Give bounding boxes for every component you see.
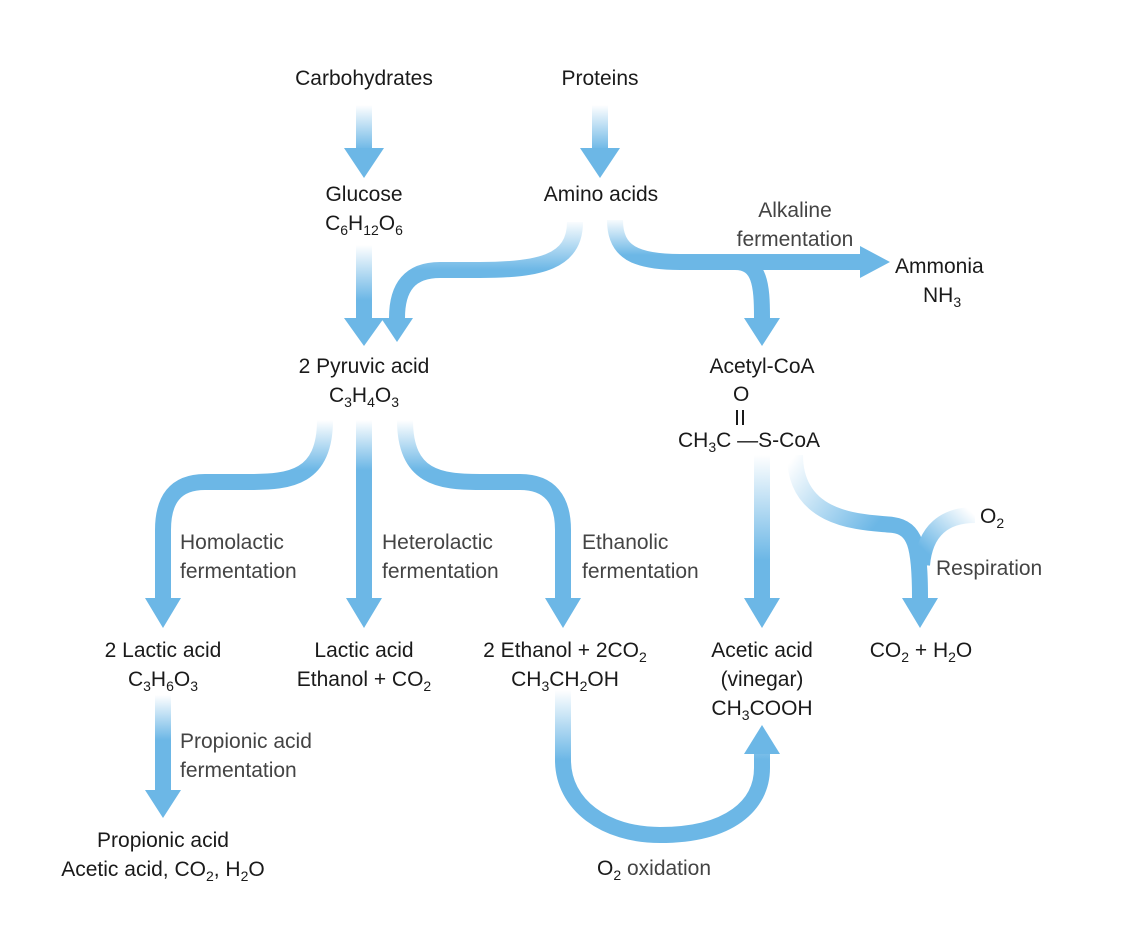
arrowhead-ammonia — [860, 246, 890, 278]
carbonyl-double-bond — [736, 410, 744, 425]
node-lactic-acid-2: 2 Lactic acid C3H6O3 — [78, 636, 248, 694]
pyruvic-formula: C3H4O3 — [328, 384, 400, 410]
arrow-ethanol-oxidation — [555, 690, 770, 843]
arrowhead-propionic — [145, 790, 181, 818]
process-ethanolic-fermentation: Ethanolic fermentation — [582, 531, 699, 583]
o2-formula: O2 — [980, 505, 1005, 531]
hetero-products-line2: Ethanol + CO2 — [296, 668, 432, 694]
ethanol-line1: 2 Ethanol + 2CO2 — [483, 639, 647, 665]
node-glucose: Glucose C6H12O6 — [284, 180, 444, 238]
oxidation-label: O2 oxidation — [597, 857, 712, 883]
arrowhead-ethanolic — [545, 598, 581, 628]
node-o2-input: O2 — [980, 502, 1040, 531]
process-homolactic-fermentation: Homolactic fermentation — [180, 531, 297, 583]
propionic-products: Acetic acid, CO2, H2O — [61, 858, 265, 884]
arrow-pyruvic-to-homolactic — [155, 419, 333, 598]
node-heterolactic-products: Lactic acid Ethanol + CO2 — [272, 636, 456, 694]
node-propionic-acid: Propionic acid Acetic acid, CO2, H2O — [28, 826, 298, 884]
arrowhead-co2-h2o — [902, 598, 938, 628]
node-proteins: Proteins — [561, 67, 639, 90]
arrow-acetyl-to-respiration — [787, 454, 928, 599]
ammonia-formula: NH3 — [923, 284, 962, 310]
process-o2-oxidation: O2 oxidation — [597, 854, 747, 883]
node-co2-h2o: CO2 + H2O — [846, 636, 996, 665]
arrow-amino-to-acetyl-coa — [734, 254, 770, 319]
node-pyruvic-acid: 2 Pyruvic acid C3H4O3 — [264, 352, 464, 410]
node-ammonia: Ammonia NH3 — [895, 252, 1025, 310]
arrowhead-pyruvic-from-amino — [381, 318, 413, 342]
lactic-formula: C3H6O3 — [127, 668, 199, 694]
arrowhead-glucose — [344, 148, 384, 178]
node-carbohydrates: Carbohydrates — [295, 67, 433, 90]
glucose-formula: C6H12O6 — [325, 212, 403, 238]
arrowhead-pyruvic-from-glucose — [344, 318, 384, 346]
node-acetyl-coa: Acetyl-CoA — [709, 355, 815, 378]
process-propionic-fermentation: Propionic acid fermentation — [180, 730, 312, 782]
co2-h2o-formula: CO2 + H2O — [869, 639, 973, 665]
node-ethanol: 2 Ethanol + 2CO2 CH3CH2OH — [455, 636, 675, 694]
ethanol-formula: CH3CH2OH — [511, 668, 619, 694]
arrowhead-acetic-from-ethanol — [744, 725, 780, 754]
process-heterolactic-fermentation: Heterolactic fermentation — [382, 531, 499, 583]
arrowhead-homolactic — [145, 598, 181, 628]
acetic-formula: CH3COOH — [711, 697, 813, 723]
process-respiration: Respiration — [936, 557, 1043, 580]
node-amino-acids: Amino acids — [543, 183, 659, 206]
arrowhead-acetic — [744, 598, 780, 628]
arrowhead-acetyl-coa — [744, 318, 780, 346]
arrow-amino-to-pyruvic — [389, 221, 583, 319]
node-acetic-acid: Acetic acid (vinegar) CH3COOH — [682, 636, 842, 723]
arrow-o2-to-respiration — [914, 507, 976, 567]
carbonyl-oxygen: O — [733, 383, 750, 406]
arrow-amino-to-ammonia — [607, 219, 863, 270]
process-alkaline-fermentation: Alkaline fermentation — [736, 199, 854, 251]
acetyl-formula: CH3C —S-CoA — [678, 429, 821, 455]
acetyl-coa-structure: O CH3C —S-CoA — [678, 380, 878, 460]
arrowhead-amino-acids — [580, 148, 620, 178]
arrowhead-heterolactic — [346, 598, 382, 628]
arrow-pyruvic-to-ethanolic — [397, 419, 571, 598]
